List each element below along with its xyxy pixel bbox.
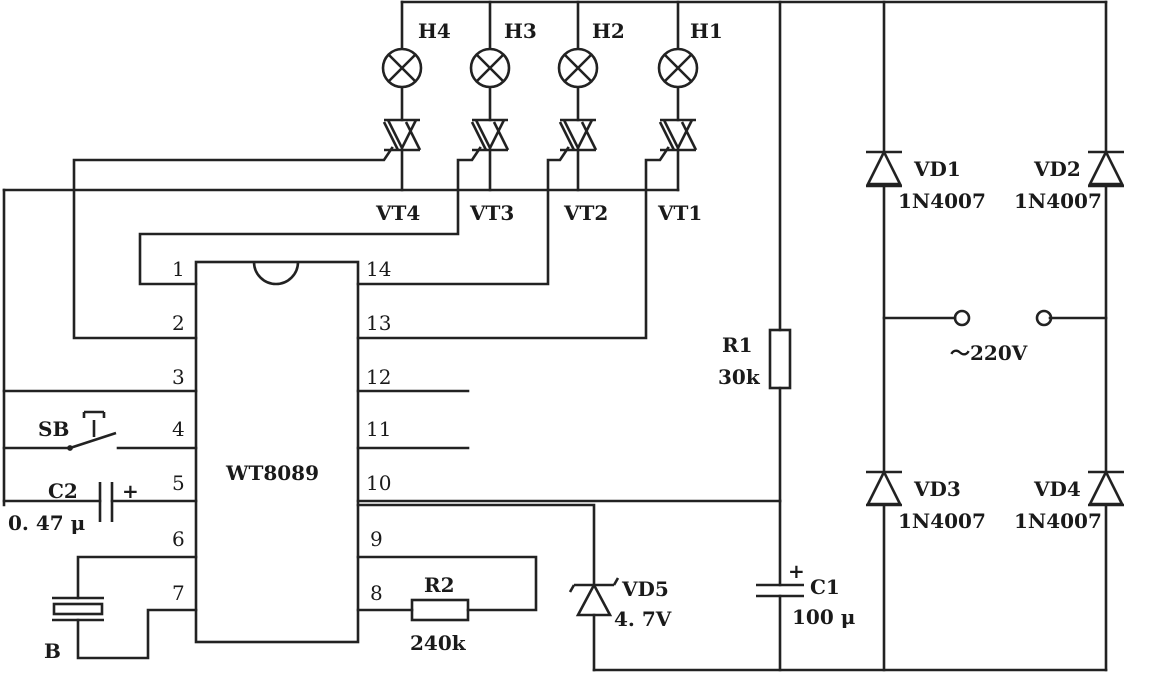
label-vd2-part: 1N4007 <box>1014 189 1102 213</box>
pin-1: 1 <box>172 257 185 281</box>
label-vd5-value: 4. 7V <box>614 607 672 631</box>
ac-terminals <box>953 309 1053 327</box>
pin-3: 3 <box>172 365 185 389</box>
label-vd1-part: 1N4007 <box>898 189 986 213</box>
lamp-h2 <box>557 47 599 89</box>
pin-14: 14 <box>366 257 391 281</box>
capacitor-c2 <box>98 482 114 522</box>
label-vd2: VD2 <box>1033 157 1081 181</box>
label-c2-value: 0. 47 μ <box>8 511 85 535</box>
label-sb: SB <box>38 417 69 441</box>
lamp-h3 <box>469 47 511 89</box>
switch-sb <box>67 410 117 451</box>
label-vd5: VD5 <box>621 577 669 601</box>
label-c2: C2 <box>48 479 78 503</box>
triacs <box>382 118 698 152</box>
wires <box>2 0 1108 672</box>
diode-vd3 <box>865 469 903 507</box>
label-h3: H3 <box>504 19 537 43</box>
label-vt3: VT3 <box>469 201 514 225</box>
pin-13: 13 <box>366 311 391 335</box>
pin-10: 10 <box>366 471 391 495</box>
pin-12: 12 <box>366 365 391 389</box>
label-c1-value: 100 μ <box>792 605 855 629</box>
pin-4: 4 <box>172 417 185 441</box>
label-vd4: VD4 <box>1033 477 1081 501</box>
label-c1-plus: + <box>788 559 805 583</box>
capacitor-c1 <box>756 583 804 598</box>
ic-wt8089 <box>194 260 360 644</box>
diode-vd4 <box>1087 469 1125 507</box>
label-r1-value: 30k <box>718 365 761 389</box>
label-vt4: VT4 <box>375 201 420 225</box>
crystal-b <box>52 596 104 622</box>
diode-vd1 <box>865 149 903 188</box>
label-vd4-part: 1N4007 <box>1014 509 1102 533</box>
pin-6: 6 <box>172 527 185 551</box>
pin-2: 2 <box>172 311 185 335</box>
pin-7: 7 <box>172 581 185 605</box>
triac-vt1 <box>658 118 698 152</box>
lamp-h4 <box>381 47 423 89</box>
label-r2: R2 <box>424 573 455 597</box>
pin-8: 8 <box>370 581 383 605</box>
resistor-r1 <box>768 328 792 390</box>
label-vt1: VT1 <box>657 201 702 225</box>
label-ac: ～220V <box>950 341 1028 365</box>
label-r2-value: 240k <box>410 631 467 655</box>
lamp-h1 <box>657 47 699 89</box>
bridge-diodes <box>865 149 1125 507</box>
label-c1: C1 <box>810 575 840 599</box>
label-vd1: VD1 <box>913 157 961 181</box>
pin-11: 11 <box>366 417 391 441</box>
triac-vt4 <box>382 118 422 152</box>
label-vd3: VD3 <box>913 477 961 501</box>
label-vt2: VT2 <box>563 201 608 225</box>
pin-5: 5 <box>172 471 185 495</box>
label-r1: R1 <box>722 333 753 357</box>
diode-vd2 <box>1087 149 1125 188</box>
label-c2-plus: + <box>122 479 139 503</box>
label-vd3-part: 1N4007 <box>898 509 986 533</box>
label-h1: H1 <box>690 19 723 43</box>
resistor-r2 <box>410 598 470 622</box>
zener-vd5 <box>568 577 620 617</box>
label-ic: WT8089 <box>225 461 319 485</box>
lamps <box>381 47 699 89</box>
triac-vt3 <box>470 118 510 152</box>
triac-vt2 <box>558 118 598 152</box>
pin-9: 9 <box>370 527 383 551</box>
label-b: B <box>44 639 61 663</box>
label-h4: H4 <box>418 19 451 43</box>
label-h2: H2 <box>592 19 625 43</box>
labels: H4 H3 H2 H1 VT4 VT3 VT2 VT1 WT8089 1 2 3… <box>8 19 1102 663</box>
